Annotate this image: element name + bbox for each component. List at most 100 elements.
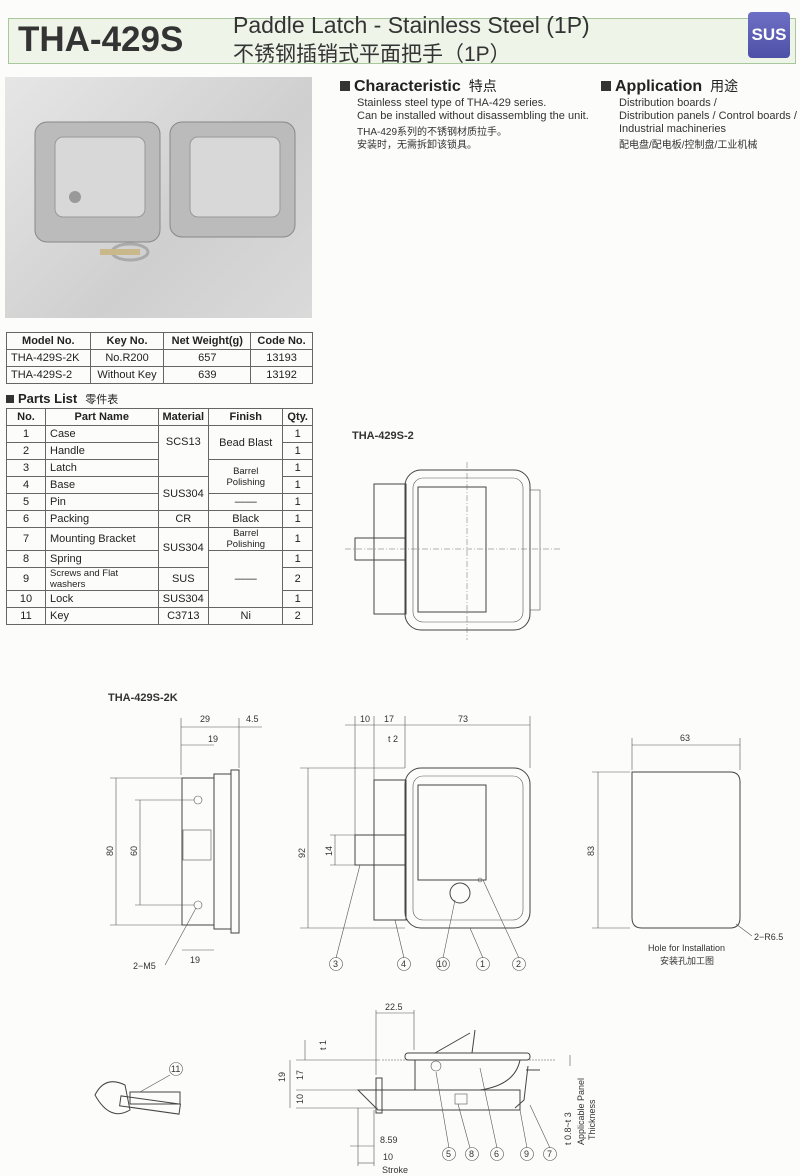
cell: 1 xyxy=(282,425,313,443)
cell: Without Key xyxy=(89,366,165,384)
cell: Key xyxy=(45,607,159,625)
product-title-cn: 不锈钢插销式平面把手（1P） xyxy=(233,43,511,66)
callouts-front: 3 4 10 1 2 xyxy=(329,957,526,971)
cell: —— xyxy=(208,493,284,511)
characteristic-text: Stainless steel type of THA-429 series.C… xyxy=(357,97,589,151)
cell: Bead Blast xyxy=(208,425,284,460)
dim-label: 60 xyxy=(129,846,139,856)
dim-label: 2−R6.5 xyxy=(754,932,783,942)
drawing-front-2 xyxy=(345,462,560,640)
drawing-installation-hole xyxy=(592,738,753,937)
key-illustration xyxy=(94,1062,183,1115)
drawing-front-2k xyxy=(300,716,531,959)
col-header: Model No. xyxy=(6,332,91,350)
callout-10: 10 xyxy=(437,959,447,969)
cell: 1 xyxy=(282,590,313,608)
cell: THA-429S-2 xyxy=(6,366,91,384)
callout-5: 5 xyxy=(446,1149,451,1159)
hole-caption-en: Hole for Installation xyxy=(648,943,725,953)
hole-caption-cn: 安装孔加工图 xyxy=(660,955,714,966)
dim-label: t 2 xyxy=(388,734,398,744)
callout-1: 1 xyxy=(480,959,485,969)
product-photo xyxy=(5,77,312,318)
dim-label: Stroke xyxy=(382,1165,408,1175)
cell: 2 xyxy=(282,567,313,591)
cell: C3713 xyxy=(157,607,210,625)
callout-8: 8 xyxy=(469,1149,474,1159)
table-header-row: Model No.Key No.Net Weight(g)Code No. xyxy=(6,332,313,350)
dim-label: 92 xyxy=(297,848,307,858)
product-code: THA-429S xyxy=(18,20,184,59)
callout-7: 7 xyxy=(547,1149,552,1159)
col-header: Finish xyxy=(208,408,284,426)
dim-label: 10 xyxy=(295,1094,305,1104)
application-text: Distribution boards /Distribution panels… xyxy=(619,97,797,151)
drawing-section-view xyxy=(289,1010,571,1166)
dim-label: 22.5 xyxy=(385,1002,403,1012)
cell: 11 xyxy=(6,607,46,625)
dim-label: Applicable Panel xyxy=(576,1078,586,1145)
callout-2: 2 xyxy=(516,959,521,969)
dim-label: 10 xyxy=(383,1152,393,1162)
cell: No.R200 xyxy=(89,349,165,367)
callouts-section: 5 8 6 9 7 xyxy=(442,1147,557,1161)
col-header: Key No. xyxy=(89,332,165,350)
dim-label: 2−M5 xyxy=(133,961,156,971)
dim-label: t 1 xyxy=(318,1040,328,1050)
cell: Ni xyxy=(208,607,284,625)
cell: 2 xyxy=(282,607,313,625)
cell: Case xyxy=(45,425,159,443)
cell: 657 xyxy=(163,349,252,367)
dim-label: t 0.8~t 3 xyxy=(563,1112,573,1145)
cell: Mounting Bracket xyxy=(45,527,159,551)
drawing-label-2k: THA-429S-2K xyxy=(108,692,178,704)
product-title-en: Paddle Latch - Stainless Steel (1P) xyxy=(233,12,590,38)
dim-label: 17 xyxy=(384,714,394,724)
dim-label: 19 xyxy=(277,1072,287,1082)
dim-label: 17 xyxy=(295,1070,305,1080)
cell: 639 xyxy=(163,366,252,384)
material-badge: SUS xyxy=(748,12,790,58)
dim-label: Thickness xyxy=(587,1099,597,1140)
dim-label: 10 xyxy=(360,714,370,724)
callout-6: 6 xyxy=(494,1149,499,1159)
dim-label: 73 xyxy=(458,714,468,724)
model-table: Model No.Key No.Net Weight(g)Code No. TH… xyxy=(6,332,313,384)
cell: Barrel Polishing xyxy=(208,459,284,494)
cell: SUS304 xyxy=(157,476,210,511)
header-banner xyxy=(8,18,796,64)
drawing-side-view xyxy=(110,718,262,966)
col-header: Code No. xyxy=(250,332,313,350)
dim-label: 14 xyxy=(324,846,334,856)
dim-label: 29 xyxy=(200,714,210,724)
dim-label: 4.5 xyxy=(246,714,259,724)
callout-4: 4 xyxy=(401,959,406,969)
cell: 13192 xyxy=(250,366,313,384)
dim-label: 8.59 xyxy=(380,1135,398,1145)
callout-11: 11 xyxy=(171,1064,180,1074)
dim-label: 19 xyxy=(208,734,218,744)
cell: 13193 xyxy=(250,349,313,367)
callout-3: 3 xyxy=(333,959,338,969)
drawing-label-2: THA-429S-2 xyxy=(352,430,414,442)
cell: SUS304 xyxy=(157,590,210,608)
cell: SUS xyxy=(157,567,210,591)
dim-label: 63 xyxy=(680,733,690,743)
callout-9: 9 xyxy=(524,1149,529,1159)
dim-label: 80 xyxy=(105,846,115,856)
latch-photo-illustration xyxy=(34,121,296,262)
dim-label: 19 xyxy=(190,955,200,965)
cell: —— xyxy=(208,550,284,608)
